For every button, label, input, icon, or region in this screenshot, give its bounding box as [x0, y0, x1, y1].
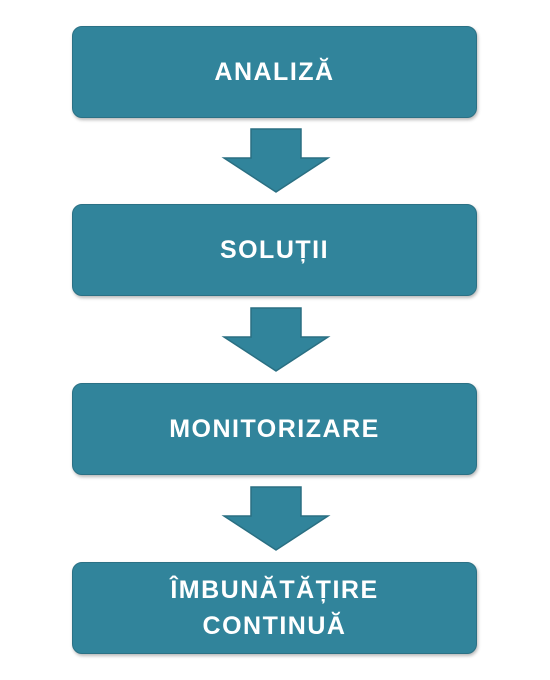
- step-label-imbunatatire-continua: ÎMBUNĂTĂȚIRE CONTINUĂ: [170, 576, 379, 640]
- step-box-solutii: SOLUȚII: [72, 204, 477, 296]
- step-label-monitorizare: MONITORIZARE: [169, 415, 380, 443]
- down-arrow-icon: [221, 128, 331, 194]
- step-box-imbunatatire-continua: ÎMBUNĂTĂȚIRE CONTINUĂ: [72, 562, 477, 654]
- step-box-analiza: ANALIZĂ: [72, 26, 477, 118]
- step-label-solutii: SOLUȚII: [219, 236, 330, 264]
- step-box-monitorizare: MONITORIZARE: [72, 383, 477, 475]
- step-label-analiza: ANALIZĂ: [214, 58, 335, 86]
- down-arrow-icon: [221, 307, 331, 373]
- down-arrow-icon: [221, 486, 331, 552]
